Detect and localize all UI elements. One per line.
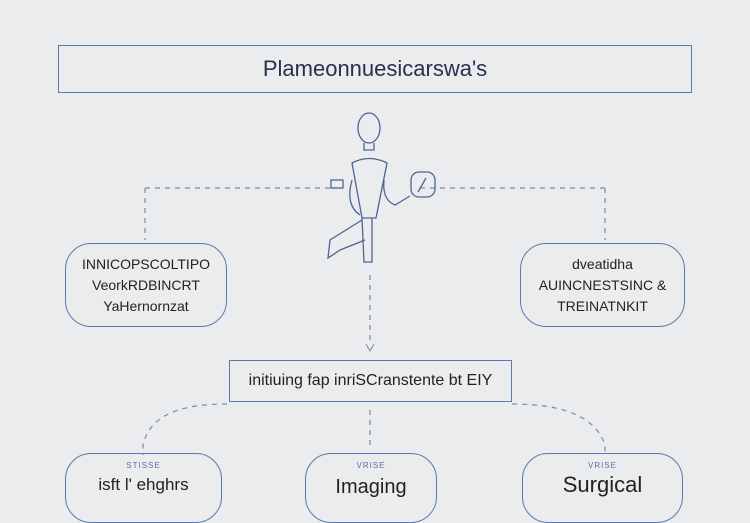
node-label: Surgical xyxy=(562,472,643,497)
middle-node-label: initiuing fap inriSCranstente bt EIY xyxy=(248,372,493,389)
bottom-node-left: STISSE isft l' ehghrs xyxy=(65,453,222,523)
left-node: INNICOPSCOLTIPO VeorkRDBINCRT YaHernornz… xyxy=(65,243,227,327)
node-tag: STISSE xyxy=(126,461,161,470)
node-label: isft l' ehghrs xyxy=(98,475,189,494)
node-tag: VRISE xyxy=(356,461,386,470)
right-node-line: dveatidha xyxy=(572,255,633,272)
right-curve-connector xyxy=(511,403,606,455)
middle-node: initiuing fap inriSCranstente bt EIY xyxy=(229,360,512,402)
left-curve-connector xyxy=(142,403,228,455)
connector-lines xyxy=(142,112,606,455)
right-node-line: AUINCNESTSINC & xyxy=(538,276,667,293)
arrow-head-icon xyxy=(365,343,375,353)
node-label: Imaging xyxy=(335,476,407,498)
bottom-node-imaging: VRISE Imaging xyxy=(305,453,437,523)
node-tag: VRISE xyxy=(587,461,617,470)
left-node-line: YaHernornzat xyxy=(103,297,189,314)
left-node-line: VeorkRDBINCRT xyxy=(92,276,200,293)
diagram-title: Plameonnuesicarswa's xyxy=(58,45,692,93)
bottom-node-surgical: VRISE Surgical xyxy=(522,453,683,523)
human-figure-icon xyxy=(327,112,436,263)
side-connectors xyxy=(144,188,606,240)
right-node-line: TREINATNKIT xyxy=(557,297,648,314)
right-node: dveatidha AUINCNESTSINC & TREINATNKIT xyxy=(520,243,685,327)
title-text: Plameonnuesicarswa's xyxy=(262,56,488,81)
left-node-line: INNICOPSCOLTIPO xyxy=(81,255,211,272)
